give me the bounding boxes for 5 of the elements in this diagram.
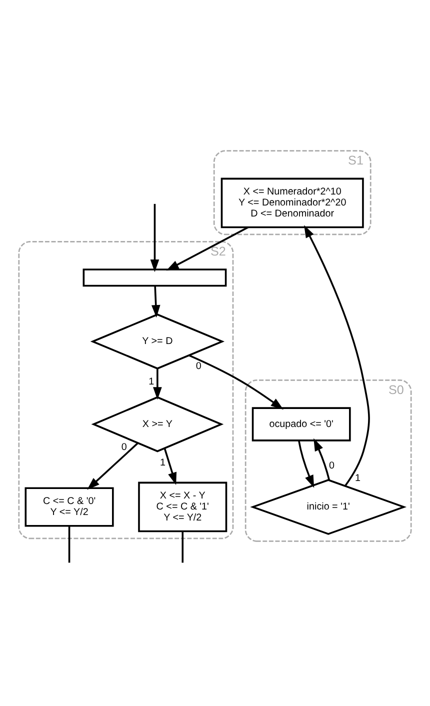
- edge-label: 1: [148, 376, 154, 387]
- edge-label: 1: [160, 456, 166, 468]
- edge-label: 0: [121, 441, 127, 452]
- edge-label: 0: [329, 460, 335, 471]
- edge-label: 0: [196, 360, 202, 372]
